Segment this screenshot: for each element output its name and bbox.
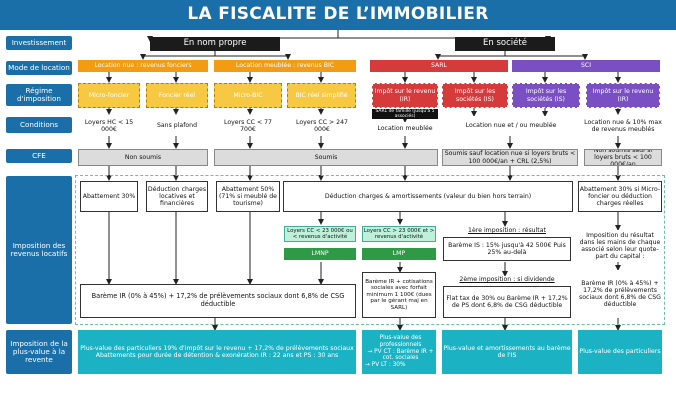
row-label-regime: Régime d'imposition [6,84,72,106]
bareme-ir-particuliers: Barème IR (0% à 45%) + 17,2% de prélèvem… [80,284,356,318]
regime-bic-reel: BIC réel simplifié [287,83,356,108]
regime-foncier-reel: Foncier réel [146,83,208,108]
imposition-frame [75,175,665,325]
is-flat-tax: Flat tax de 30% ou Barème IR + 17,2% de … [443,286,571,318]
mode-sarl: SARL [370,60,508,72]
imp-abattement-sci: Abattement 30% si Micro-foncier ou déduc… [578,181,662,212]
row-label-conditions: Conditions [6,117,72,133]
regime-micro-foncier: Micro-foncier [78,83,140,108]
page-title: LA FISCALITE DE L’IMMOBILIER [0,0,676,30]
sci-ir-bareme: Barème IR (0% à 45%) + 17,2% de prélèvem… [578,270,662,318]
pv-sci: Plus-value des particuliers [578,330,662,374]
mode-location-meublee: Location meublée : revenus BIC [214,60,356,72]
cond-micro-bic: Loyers CC < 77 700€ [216,116,280,136]
regime-sci-ir: Impôt sur le revenu (IR) [586,83,660,108]
cond-sarl-ir: Location meublée [372,122,438,136]
cond-sci-ir: Location nue & 10% max de revenus meublé… [584,116,662,136]
investissement-societe: En société [455,37,555,51]
is-rate: Barème IS : 15% jusqu'à 42 500€ Puis 25%… [443,237,571,261]
lmp-condition: Loyers CC > 23 000€ et > revenus d'activ… [362,226,436,242]
lmp-label: LMP [362,248,436,260]
cond-micro-foncier: Loyers HC < 15 000€ [80,116,138,136]
imp-deduction-amortissements: Déduction charges & amortissements (vale… [283,181,573,212]
cfe-soumis-sauf: Soumis sauf location nue si loyers bruts… [442,149,578,166]
regime-sarl-is: Impôt sur les sociétés (IS) [442,83,508,108]
pv-pro-ct: → PV CT : Barème IR + cot. sociales [367,348,434,362]
investissement-nom-propre: En nom propre [150,37,280,51]
cond-societe-is: Location nue et / ou meublée [444,116,578,136]
cfe-non-soumis: Non soumis [78,149,208,166]
mode-sci: SCI [512,60,660,72]
bareme-lmp: Barème IR + cotisations sociales avec fo… [362,272,436,318]
sci-ir-resultat: Imposition du résultat dans les mains de… [578,230,662,262]
pv-pro-lt: → PV LT : 30% [365,361,406,368]
is-first-title: 1ère imposition : résultat [443,227,571,235]
row-label-plus-value: Imposition de la plus-value à la revente [6,330,72,374]
cfe-soumis: Soumis [214,149,438,166]
lmnp-label: LMNP [284,248,356,260]
regime-sci-is: Impôt sur les sociétés (IS) [512,83,580,108]
imp-abattement-30: Abattement 30% [80,181,138,212]
cond-foncier-reel: Sans plafond [148,116,206,136]
cfe-non-soumis-sauf: Non soumis sauf si loyers bruts < 100 00… [584,149,662,166]
is-second-title: 2ème imposition : si dividende [443,276,571,284]
imp-deduction-charges: Déduction charges locatives et financièr… [146,181,208,212]
pv-is: Plus-value et amortissements au barème d… [442,330,572,374]
regime-sarl-ir: Impôt sur le revenu (IR) [372,83,438,108]
sarl-famille-tag: SARL de famille (jusqu'à 5 associés) [372,109,438,119]
row-label-cfe: CFE [6,149,72,163]
pv-pro-title: Plus-value des professionnels [379,335,422,349]
lmnp-condition: Loyers CC < 23 000€ ou < revenus d'activ… [284,226,356,242]
pv-particuliers: Plus-value des particuliers 19% d'impôt … [78,330,356,374]
imp-abattement-50: Abattement 50% (71% si meublé de tourism… [216,181,280,212]
mode-location-nue: Location nue : revenus fonciers [78,60,208,72]
row-label-mode: Mode de location [6,61,72,75]
pv-professionnels: Plus-value des professionnels → PV CT : … [362,330,436,374]
row-label-imposition: Imposition des revenus locatifs [6,176,72,324]
row-label-investissement: Investissement [6,36,72,50]
regime-micro-bic: Micro-BIC [214,83,282,108]
cond-bic-reel: Loyers CC > 247 000€ [289,116,355,136]
